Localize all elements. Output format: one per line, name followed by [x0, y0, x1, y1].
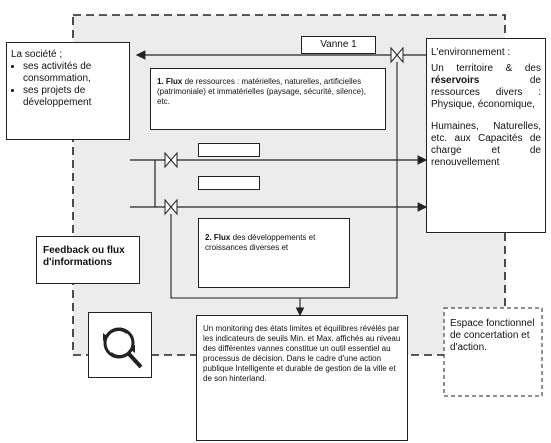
feedback-box: Feedback ou flux d'informations: [36, 236, 140, 284]
environment-title: L'environnement :: [431, 47, 511, 58]
flux-2-num: 2.: [205, 233, 212, 242]
valve-label: Vanne 1: [301, 36, 376, 54]
environment-line1: Un territoire & des: [431, 63, 541, 74]
flux-1-bold: Flux: [165, 77, 183, 86]
flux-1-text: de ressources : matérielles, naturelles,…: [157, 77, 366, 106]
espace-text: Espace fonctionnel de concertation et d'…: [450, 318, 535, 353]
monitoring-box: Un monitoring des états limites et équil…: [196, 315, 408, 441]
society-title: La société ;: [11, 49, 63, 60]
small-box-2: [198, 176, 260, 190]
espace-box-border: [443, 307, 543, 397]
flux-1-num: 1.: [157, 77, 164, 86]
flux-2-box: 2. Flux des développements et croissance…: [198, 218, 350, 288]
society-box: La société ; ses activités de consommati…: [6, 42, 130, 140]
environment-bold: réservoirs: [431, 75, 480, 86]
environment-line3: Humaines, Naturelles, etc. aux Capacités…: [431, 121, 541, 168]
small-box-1: [198, 143, 260, 157]
flux-2-bold: Flux: [213, 233, 231, 242]
monitoring-icon-box: [88, 312, 152, 378]
society-item: ses activités de consommation,: [23, 61, 125, 85]
flux-1-box: 1. Flux de ressources : matérielles, nat…: [150, 68, 386, 130]
valve-1-icon: [390, 46, 404, 64]
environment-line2: de ressources divers : Physique, économi…: [431, 75, 541, 110]
flux-2-text: des développements et croissances divers…: [205, 233, 316, 252]
society-item: ses projets de développement: [23, 85, 125, 109]
environment-box: L'environnement : Un territoire & des ré…: [426, 38, 546, 233]
valve-2-icon: [164, 151, 178, 169]
connector-down: [170, 214, 300, 299]
valve-3-icon: [164, 198, 178, 216]
connector-right: [300, 62, 398, 299]
magnifier-refresh-icon: [103, 327, 143, 369]
